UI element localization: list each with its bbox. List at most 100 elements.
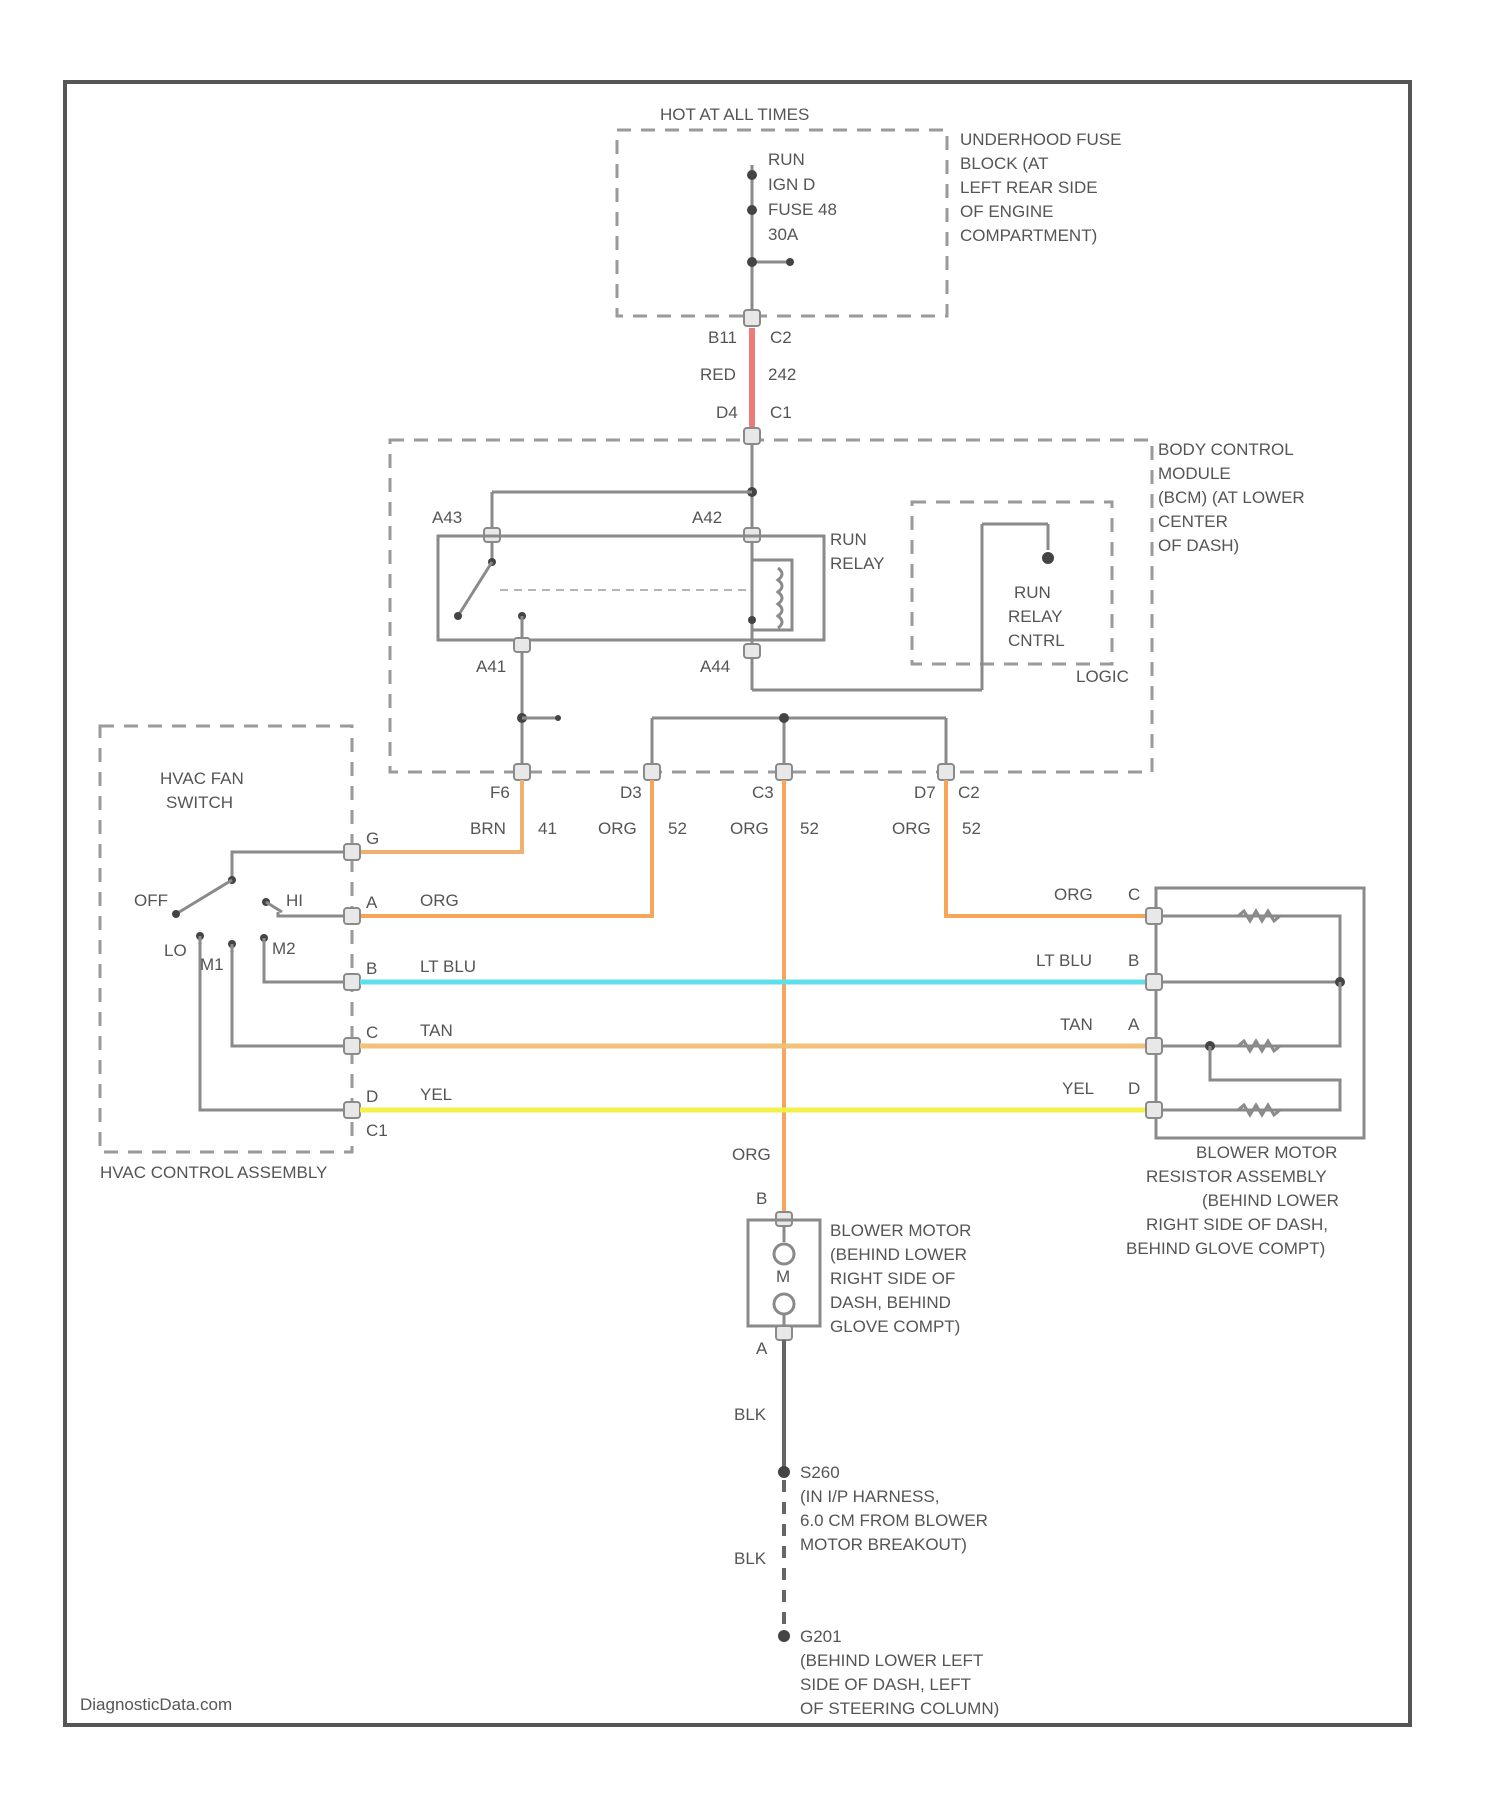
hvac-control-assembly: HVAC FAN SWITCH OFF HI LO M1 M2 [100, 726, 388, 1182]
underhood-fuse-block: HOT AT ALL TIMES RUN IGN D FUSE 48 30A U… [617, 105, 1122, 347]
pin-c3-label: C3 [752, 783, 774, 802]
svg-text:FUSE 48: FUSE 48 [768, 200, 837, 219]
splice-s260 [778, 1466, 790, 1478]
svg-text:BLK: BLK [734, 1549, 767, 1568]
pin-a41-label: A41 [476, 657, 506, 676]
svg-text:A: A [1128, 1015, 1140, 1034]
svg-text:BLK: BLK [734, 1405, 767, 1424]
svg-text:MODULE: MODULE [1158, 464, 1231, 483]
pin-a43-label: A43 [432, 508, 462, 527]
svg-text:RELAY: RELAY [830, 554, 885, 573]
svg-text:B: B [366, 959, 377, 978]
connector-d4 [744, 428, 760, 444]
svg-text:S260: S260 [800, 1463, 840, 1482]
svg-text:BLOWER MOTOR: BLOWER MOTOR [830, 1221, 971, 1240]
logic-label: LOGIC [1076, 667, 1129, 686]
svg-text:52: 52 [962, 819, 981, 838]
pin-f6-label: F6 [490, 783, 510, 802]
pin-d7-label: D7 [914, 783, 936, 802]
svg-text:RIGHT SIDE OF DASH,: RIGHT SIDE OF DASH, [1146, 1215, 1328, 1234]
svg-text:LT BLU: LT BLU [420, 957, 476, 976]
pin-b11-label: B11 [708, 328, 737, 347]
svg-text:G: G [366, 829, 379, 848]
svg-text:SIDE OF DASH, LEFT: SIDE OF DASH, LEFT [800, 1675, 971, 1694]
svg-text:OF DASH): OF DASH) [1158, 536, 1239, 555]
svg-text:B: B [756, 1189, 767, 1208]
svg-text:COMPARTMENT): COMPARTMENT) [960, 226, 1097, 245]
svg-text:41: 41 [538, 819, 557, 838]
svg-text:LO: LO [164, 941, 187, 960]
svg-text:BODY CONTROL: BODY CONTROL [1158, 440, 1294, 459]
svg-text:TAN: TAN [1060, 1015, 1093, 1034]
bcm-out-conn-label: C2 [958, 783, 980, 802]
svg-text:M1: M1 [200, 955, 224, 974]
svg-text:CENTER: CENTER [1158, 512, 1228, 531]
svg-text:D: D [1128, 1079, 1140, 1098]
svg-text:RIGHT SIDE OF: RIGHT SIDE OF [830, 1269, 955, 1288]
svg-text:BEHIND GLOVE COMPT): BEHIND GLOVE COMPT) [1126, 1239, 1325, 1258]
svg-text:LT BLU: LT BLU [1036, 951, 1092, 970]
svg-text:(BEHIND LOWER: (BEHIND LOWER [1202, 1191, 1339, 1210]
svg-text:UNDERHOOD FUSE: UNDERHOOD FUSE [960, 130, 1122, 149]
svg-text:CNTRL: CNTRL [1008, 631, 1065, 650]
svg-text:SWITCH: SWITCH [166, 793, 233, 812]
svg-text:GLOVE COMPT): GLOVE COMPT) [830, 1317, 960, 1336]
svg-text:YEL: YEL [1062, 1079, 1094, 1098]
svg-text:ORG: ORG [1054, 885, 1093, 904]
svg-text:ORG: ORG [892, 819, 931, 838]
connector-b11 [744, 310, 760, 326]
motor-symbol: M [776, 1267, 790, 1286]
pin-d3-label: D3 [620, 783, 642, 802]
pin-a44-label: A44 [700, 657, 730, 676]
svg-text:RUN: RUN [1014, 583, 1051, 602]
ground-g201 [778, 1630, 790, 1642]
svg-text:A: A [756, 1339, 768, 1358]
ground-path: BLK S260 (IN I/P HARNESS, 6.0 CM FROM BL… [734, 1340, 999, 1718]
svg-text:BRN: BRN [470, 819, 506, 838]
svg-text:DASH, BEHIND: DASH, BEHIND [830, 1293, 951, 1312]
resistor-assembly-name: BLOWER MOTOR RESISTOR ASSEMBLY (BEHIND L… [1126, 1143, 1339, 1258]
svg-text:30A: 30A [768, 225, 799, 244]
conn-c2-label: C2 [770, 328, 792, 347]
svg-text:RELAY: RELAY [1008, 607, 1063, 626]
svg-text:BLOCK (AT: BLOCK (AT [960, 154, 1048, 173]
blower-motor-name: BLOWER MOTOR (BEHIND LOWER RIGHT SIDE OF… [830, 1221, 971, 1336]
blower-motor: ORG B M A BLOWER MOTOR (BEHIND LOWER RIG… [732, 1145, 971, 1358]
svg-text:M2: M2 [272, 939, 296, 958]
run-relay-name: RUN [830, 530, 867, 549]
svg-text:ORG: ORG [598, 819, 637, 838]
conn-c1-label: C1 [770, 403, 792, 422]
hvac-control-assembly-name: HVAC CONTROL ASSEMBLY [100, 1163, 327, 1182]
svg-text:ORG: ORG [732, 1145, 771, 1164]
bcm-name: BODY CONTROL MODULE (BCM) (AT LOWER CENT… [1158, 440, 1305, 555]
svg-text:HI: HI [286, 891, 303, 910]
svg-text:OFF: OFF [134, 891, 168, 910]
resistor-harness: ORG LT BLU TAN YEL ORG C LT BLU B TAN A … [360, 885, 1146, 1110]
svg-text:RUN: RUN [768, 150, 805, 169]
svg-text:RESISTOR ASSEMBLY: RESISTOR ASSEMBLY [1146, 1167, 1327, 1186]
svg-text:D: D [366, 1087, 378, 1106]
svg-text:B: B [1128, 951, 1139, 970]
hvac-fan-switch: OFF HI LO M1 M2 [134, 852, 350, 1110]
blower-motor-resistor-assembly: BLOWER MOTOR RESISTOR ASSEMBLY (BEHIND L… [1126, 888, 1364, 1258]
svg-text:C: C [1128, 885, 1140, 904]
svg-text:(BCM) (AT LOWER: (BCM) (AT LOWER [1158, 488, 1305, 507]
svg-text:A: A [366, 893, 378, 912]
ground-name: G201 (BEHIND LOWER LEFT SIDE OF DASH, LE… [800, 1627, 999, 1718]
svg-text:G201: G201 [800, 1627, 842, 1646]
svg-text:YEL: YEL [420, 1085, 452, 1104]
svg-text:52: 52 [800, 819, 819, 838]
svg-text:BLOWER MOTOR: BLOWER MOTOR [1196, 1143, 1337, 1162]
hot-at-all-times-label: HOT AT ALL TIMES [660, 105, 809, 124]
svg-text:(IN I/P HARNESS,: (IN I/P HARNESS, [800, 1487, 940, 1506]
body-control-module: D4 C1 BODY CONTROL MODULE (BCM) (AT LOWE… [390, 403, 1305, 802]
svg-text:RED: RED [700, 365, 736, 384]
svg-text:IGN D: IGN D [768, 175, 815, 194]
svg-text:(BEHIND LOWER: (BEHIND LOWER [830, 1245, 967, 1264]
svg-text:52: 52 [668, 819, 687, 838]
svg-text:ORG: ORG [420, 891, 459, 910]
watermark: DiagnosticData.com [80, 1695, 232, 1714]
svg-text:TAN: TAN [420, 1021, 453, 1040]
hvac-fan-switch-name: HVAC FAN [160, 769, 244, 788]
